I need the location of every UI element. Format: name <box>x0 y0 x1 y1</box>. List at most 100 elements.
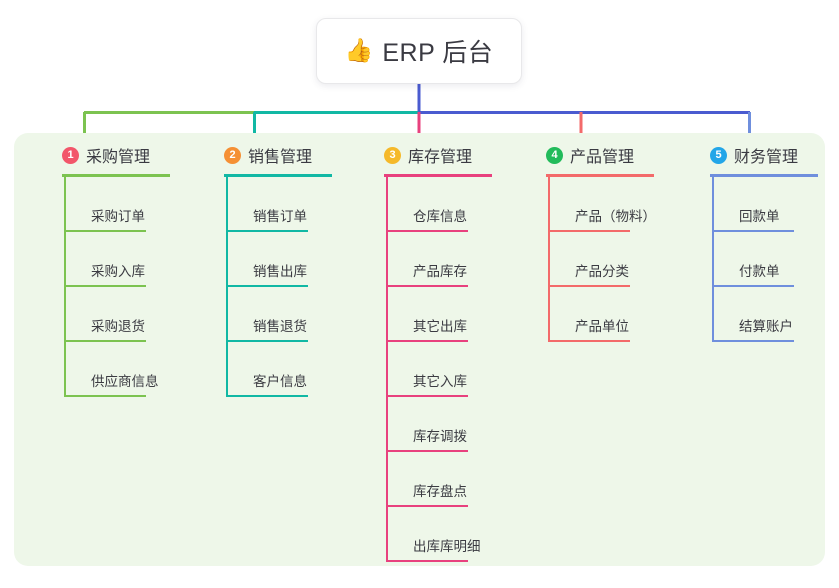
leaf-item-underline <box>386 505 468 507</box>
column-items-1: 采购订单采购入库采购退货供应商信息 <box>38 177 198 397</box>
leaf-item-label: 库存盘点 <box>413 484 467 499</box>
leaf-item[interactable]: 回款单 <box>686 177 839 232</box>
root-title: ERP 后台 <box>382 39 494 67</box>
column-badge-3: 3 <box>384 146 401 164</box>
column-title-4: 产品管理 <box>570 149 635 166</box>
column-header-4[interactable]: 4 产品管理 <box>522 133 682 177</box>
leaf-item[interactable]: 客户信息 <box>200 342 360 397</box>
column-stem-4 <box>548 177 550 342</box>
leaf-item[interactable]: 其它出库 <box>360 287 520 342</box>
column-1: 1 采购管理采购订单采购入库采购退货供应商信息 <box>38 133 198 397</box>
leaf-item-label: 采购退货 <box>91 319 145 334</box>
leaf-item-label: 产品单位 <box>575 319 629 334</box>
leaf-item-label: 其它入库 <box>413 374 467 389</box>
leaf-item-underline <box>712 230 794 232</box>
leaf-item[interactable]: 采购入库 <box>38 232 198 287</box>
leaf-item-label: 其它出库 <box>413 319 467 334</box>
leaf-item-label: 产品分类 <box>575 264 629 279</box>
leaf-item-underline <box>548 285 630 287</box>
leaf-item[interactable]: 出库库明细 <box>360 507 520 562</box>
root-node[interactable]: 👍 ERP 后台 <box>316 18 522 84</box>
column-title-2: 销售管理 <box>248 149 313 166</box>
leaf-item-underline <box>386 285 468 287</box>
leaf-item-label: 库存调拨 <box>413 429 467 444</box>
leaf-item-label: 付款单 <box>739 264 780 279</box>
leaf-item-label: 销售出库 <box>253 264 307 279</box>
leaf-item-underline <box>226 285 308 287</box>
column-underline-4 <box>546 174 654 177</box>
column-stem-3 <box>386 177 388 562</box>
leaf-item-underline <box>226 395 308 397</box>
leaf-item[interactable]: 库存调拨 <box>360 397 520 452</box>
column-title-5: 财务管理 <box>734 149 799 166</box>
leaf-item-underline <box>548 340 630 342</box>
column-2: 2 销售管理销售订单销售出库销售退货客户信息 <box>200 133 360 397</box>
leaf-item[interactable]: 产品分类 <box>522 232 682 287</box>
leaf-item-underline <box>386 340 468 342</box>
leaf-item-label: 仓库信息 <box>413 209 467 224</box>
leaf-item-label: 回款单 <box>739 209 780 224</box>
leaf-item[interactable]: 供应商信息 <box>38 342 198 397</box>
leaf-item[interactable]: 产品库存 <box>360 232 520 287</box>
leaf-item-underline <box>64 285 146 287</box>
leaf-item[interactable]: 其它入库 <box>360 342 520 397</box>
leaf-item-underline <box>712 285 794 287</box>
leaf-item[interactable]: 仓库信息 <box>360 177 520 232</box>
column-stem-2 <box>226 177 228 397</box>
leaf-item[interactable]: 结算账户 <box>686 287 839 342</box>
leaf-item-label: 产品库存 <box>413 264 467 279</box>
column-header-3[interactable]: 3 库存管理 <box>360 133 520 177</box>
column-underline-3 <box>384 174 492 177</box>
column-items-5: 回款单付款单结算账户 <box>686 177 839 342</box>
leaf-item[interactable]: 产品单位 <box>522 287 682 342</box>
column-stem-5 <box>712 177 714 342</box>
column-underline-1 <box>62 174 170 177</box>
leaf-item-underline <box>386 560 468 562</box>
leaf-item[interactable]: 库存盘点 <box>360 452 520 507</box>
leaf-item-underline <box>386 395 468 397</box>
column-badge-2: 2 <box>224 146 241 164</box>
mindmap-panel: 1 采购管理采购订单采购入库采购退货供应商信息 2 销售管理销售订单销售出库销售退货客… <box>14 133 825 566</box>
column-items-4: 产品（物料） 产品分类产品单位 <box>522 177 682 342</box>
column-stem-1 <box>64 177 66 397</box>
leaf-item-label: 结算账户 <box>739 319 793 334</box>
leaf-item[interactable]: 采购订单 <box>38 177 198 232</box>
column-badge-1: 1 <box>62 146 79 164</box>
leaf-item[interactable]: 销售出库 <box>200 232 360 287</box>
column-3: 3 库存管理仓库信息产品库存其它出库其它入库库存调拨库存盘点出库库明细 <box>360 133 520 562</box>
leaf-item[interactable]: 销售退货 <box>200 287 360 342</box>
leaf-item-underline <box>64 340 146 342</box>
leaf-item-underline <box>386 230 468 232</box>
leaf-item[interactable]: 产品（物料） <box>522 177 682 232</box>
leaf-item-label: 产品（物料） <box>575 209 656 224</box>
column-items-3: 仓库信息产品库存其它出库其它入库库存调拨库存盘点出库库明细 <box>360 177 520 562</box>
leaf-item[interactable]: 采购退货 <box>38 287 198 342</box>
column-underline-2 <box>224 174 332 177</box>
leaf-item-label: 采购订单 <box>91 209 145 224</box>
leaf-item-underline <box>548 230 630 232</box>
leaf-item-underline <box>386 450 468 452</box>
column-badge-4: 4 <box>546 146 563 164</box>
column-title-3: 库存管理 <box>408 149 473 166</box>
leaf-item[interactable]: 付款单 <box>686 232 839 287</box>
column-title-1: 采购管理 <box>86 149 151 166</box>
leaf-item-underline <box>226 230 308 232</box>
leaf-item-label: 供应商信息 <box>91 374 159 389</box>
column-items-2: 销售订单销售出库销售退货客户信息 <box>200 177 360 397</box>
leaf-item-label: 采购入库 <box>91 264 145 279</box>
leaf-item-label: 客户信息 <box>253 374 307 389</box>
leaf-item-label: 销售订单 <box>253 209 307 224</box>
leaf-item-underline <box>712 340 794 342</box>
leaf-item-underline <box>64 395 146 397</box>
leaf-item-underline <box>64 230 146 232</box>
column-badge-5: 5 <box>710 146 727 164</box>
leaf-item-label: 销售退货 <box>253 319 307 334</box>
column-header-1[interactable]: 1 采购管理 <box>38 133 198 177</box>
leaf-item-label: 出库库明细 <box>413 539 481 554</box>
column-header-2[interactable]: 2 销售管理 <box>200 133 360 177</box>
column-header-5[interactable]: 5 财务管理 <box>686 133 839 177</box>
column-5: 5 财务管理回款单付款单结算账户 <box>686 133 839 342</box>
column-underline-5 <box>710 174 818 177</box>
leaf-item[interactable]: 销售订单 <box>200 177 360 232</box>
leaf-item-underline <box>226 340 308 342</box>
